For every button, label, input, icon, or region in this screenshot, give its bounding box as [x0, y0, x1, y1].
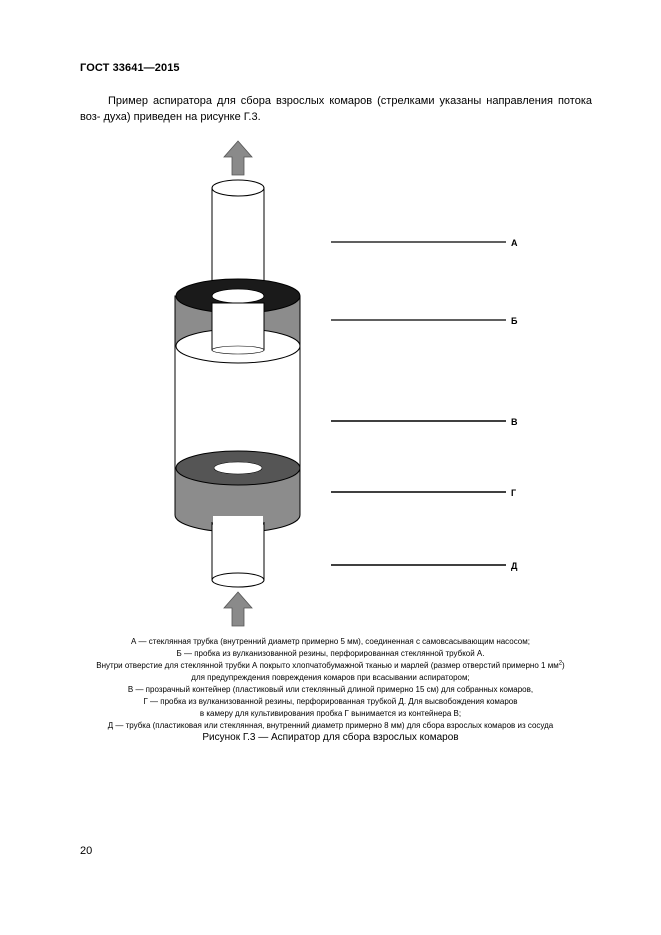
legend-item-b-detail: Внутри отверстие для стеклянной трубки А…: [60, 660, 601, 672]
label-b: Б: [511, 316, 518, 326]
legend-b-detail-text: Внутри отверстие для стеклянной трубки А…: [96, 661, 559, 670]
label-d: Д: [511, 561, 518, 571]
label-g: Г: [511, 488, 516, 498]
legend-item-g-detail: в камеру для культивирования пробка Г вы…: [199, 709, 462, 718]
intro-paragraph: Пример аспиратора для сбора взрослых ком…: [80, 93, 592, 125]
transparent-container-v: [174, 302, 301, 468]
legend-item-b-detail-2: для предупреждения повреждения комаров п…: [191, 673, 470, 682]
legend-b-detail-close: ): [562, 661, 565, 670]
label-v: В: [511, 417, 518, 427]
document-header: ГОСТ 33641—2015: [80, 62, 180, 74]
aspirator-figure: А Б В Г Д: [174, 140, 518, 627]
page-number: 20: [80, 845, 93, 857]
label-a: А: [511, 238, 518, 248]
legend-item-d: Д — трубка (пластиковая или стеклянная, …: [107, 721, 554, 730]
airflow-arrow-up-icon: [223, 140, 253, 176]
airflow-arrow-up-bottom-icon: [223, 591, 253, 627]
legend-b-detail-sup: 2: [558, 660, 563, 667]
legend-item-v: В — прозрачный контейнер (пластиковый ил…: [127, 685, 534, 694]
glass-tube-a: [211, 179, 265, 294]
rubber-stopper-g: [174, 450, 301, 533]
intro-line-2: духа) приведен на рисунке Г.3.: [103, 111, 261, 123]
legend-item-a: А — стеклянная трубка (внутренний диамет…: [131, 637, 530, 646]
figure-legend: А — стеклянная трубка (внутренний диамет…: [60, 636, 601, 732]
collection-tube-d: [211, 516, 265, 588]
legend-item-b: Б — пробка из вулканизованной резины, пе…: [176, 649, 485, 658]
intro-line-1: Пример аспиратора для сбора взрослых ком…: [80, 95, 592, 123]
legend-item-g: Г — пробка из вулканизованной резины, пе…: [143, 697, 518, 706]
figure-title: Рисунок Г.3 — Аспиратор для сбора взросл…: [202, 732, 459, 743]
